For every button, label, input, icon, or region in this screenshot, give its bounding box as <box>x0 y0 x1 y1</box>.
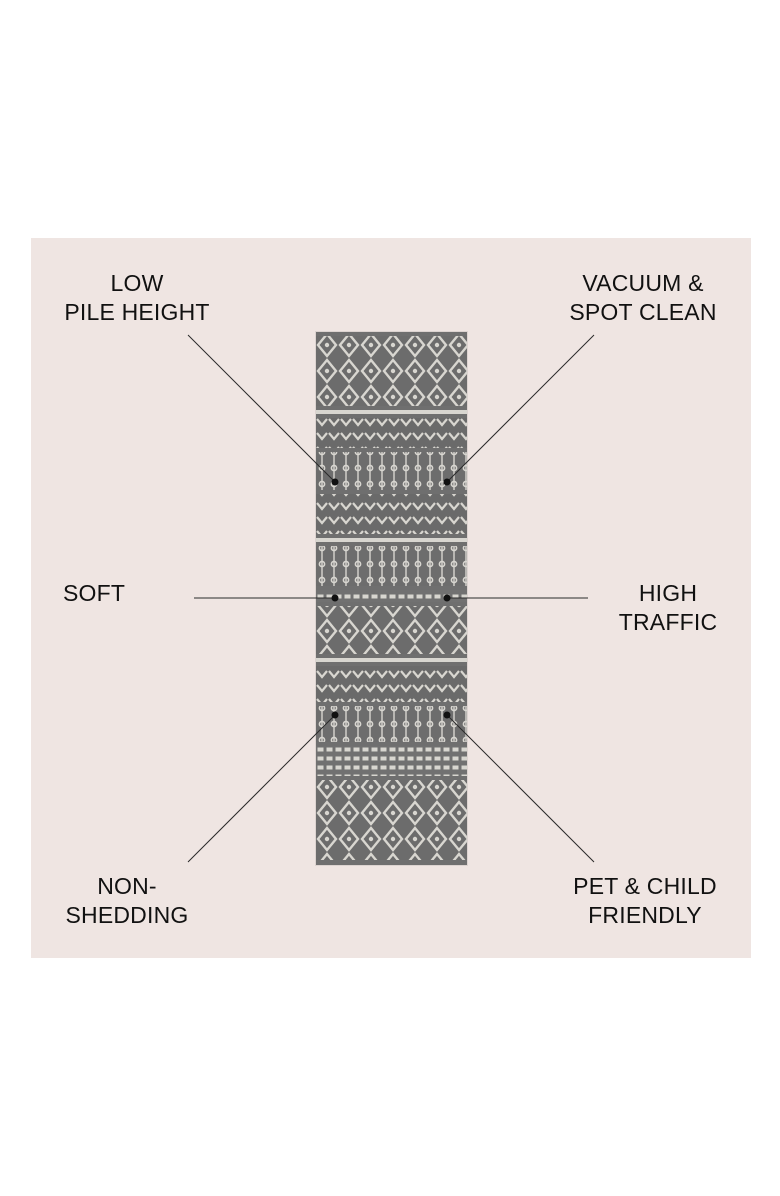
feature-label-line: FRIENDLY <box>588 902 702 928</box>
feature-label-line: SOFT <box>63 580 126 606</box>
marker-dot-low-pile <box>331 478 339 486</box>
feature-label-line: TRAFFIC <box>618 609 718 635</box>
marker-dot-high-traffic <box>443 594 451 602</box>
feature-label-line: NON- <box>97 873 157 899</box>
feature-label-line: PILE HEIGHT <box>64 299 210 325</box>
feature-label-line: LOW <box>110 270 164 296</box>
leader-line-pet-child <box>446 714 595 863</box>
leader-line-low-pile <box>187 334 336 483</box>
feature-label-line: SHEDDING <box>65 902 189 928</box>
marker-dot-vacuum <box>443 478 451 486</box>
leader-line-non-shedding <box>187 714 336 863</box>
rug-runner-image <box>316 332 467 865</box>
feature-label-line: PET & CHILD <box>573 873 717 899</box>
feature-label-soft: SOFT <box>63 579 125 608</box>
feature-label-line: VACUUM & <box>582 270 704 296</box>
feature-label-line: HIGH <box>638 580 698 606</box>
feature-label-line: SPOT CLEAN <box>569 299 717 325</box>
marker-dot-soft <box>331 594 339 602</box>
marker-dot-pet-child <box>443 711 451 719</box>
feature-label-high-traffic: HIGH TRAFFIC <box>612 579 724 637</box>
feature-label-vacuum: VACUUM & SPOT CLEAN <box>563 269 723 327</box>
feature-label-non-shedding: NON- SHEDDING <box>62 872 192 930</box>
feature-label-low-pile: LOW PILE HEIGHT <box>62 269 212 327</box>
feature-label-pet-child: PET & CHILD FRIENDLY <box>566 872 724 930</box>
leader-line-vacuum <box>446 334 595 483</box>
marker-dot-non-shedding <box>331 711 339 719</box>
